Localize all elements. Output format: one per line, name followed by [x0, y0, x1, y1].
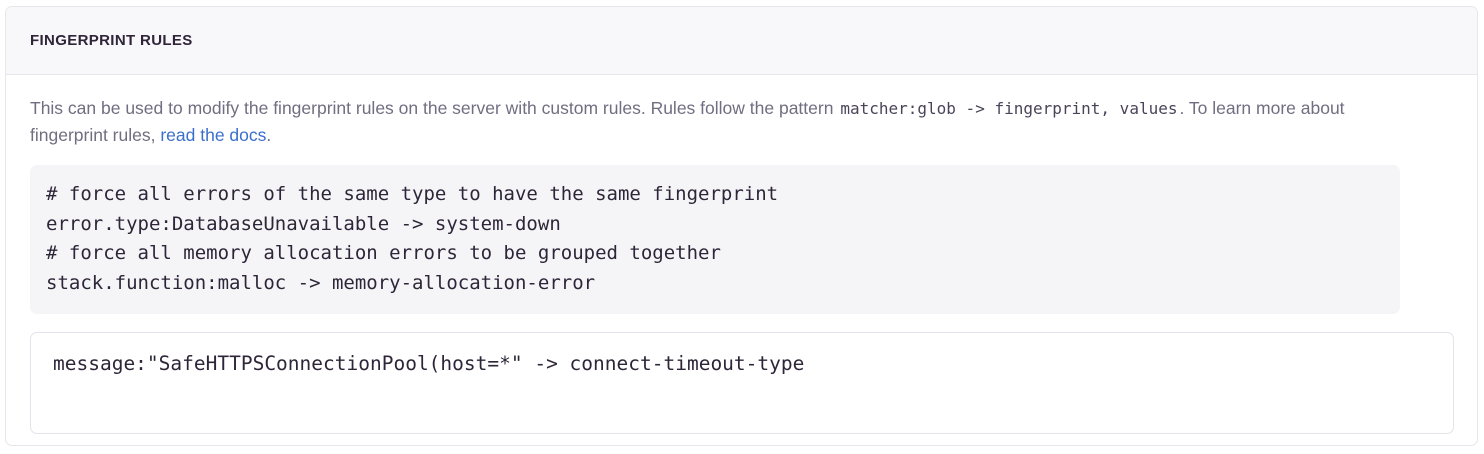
panel-description: This can be used to modify the fingerpri… — [30, 95, 1382, 149]
description-text-after: . To learn more about fingerprint rules, — [30, 98, 1345, 145]
description-text-before: This can be used to modify the fingerpri… — [30, 98, 834, 118]
fingerprint-rules-panel: FINGERPRINT RULES This can be used to mo… — [5, 6, 1478, 446]
fingerprint-rules-input[interactable] — [30, 332, 1454, 434]
read-the-docs-link[interactable]: read the docs — [160, 125, 267, 145]
page-title: FINGERPRINT RULES — [30, 32, 193, 49]
description-trailing-period: . — [266, 125, 272, 145]
panel-header: FINGERPRINT RULES — [6, 7, 1477, 75]
example-rules-code-block: # force all errors of the same type to h… — [30, 165, 1400, 314]
panel-body: This can be used to modify the fingerpri… — [6, 75, 1477, 445]
inline-code-pattern: matcher:glob -> fingerprint, values — [840, 99, 1178, 118]
